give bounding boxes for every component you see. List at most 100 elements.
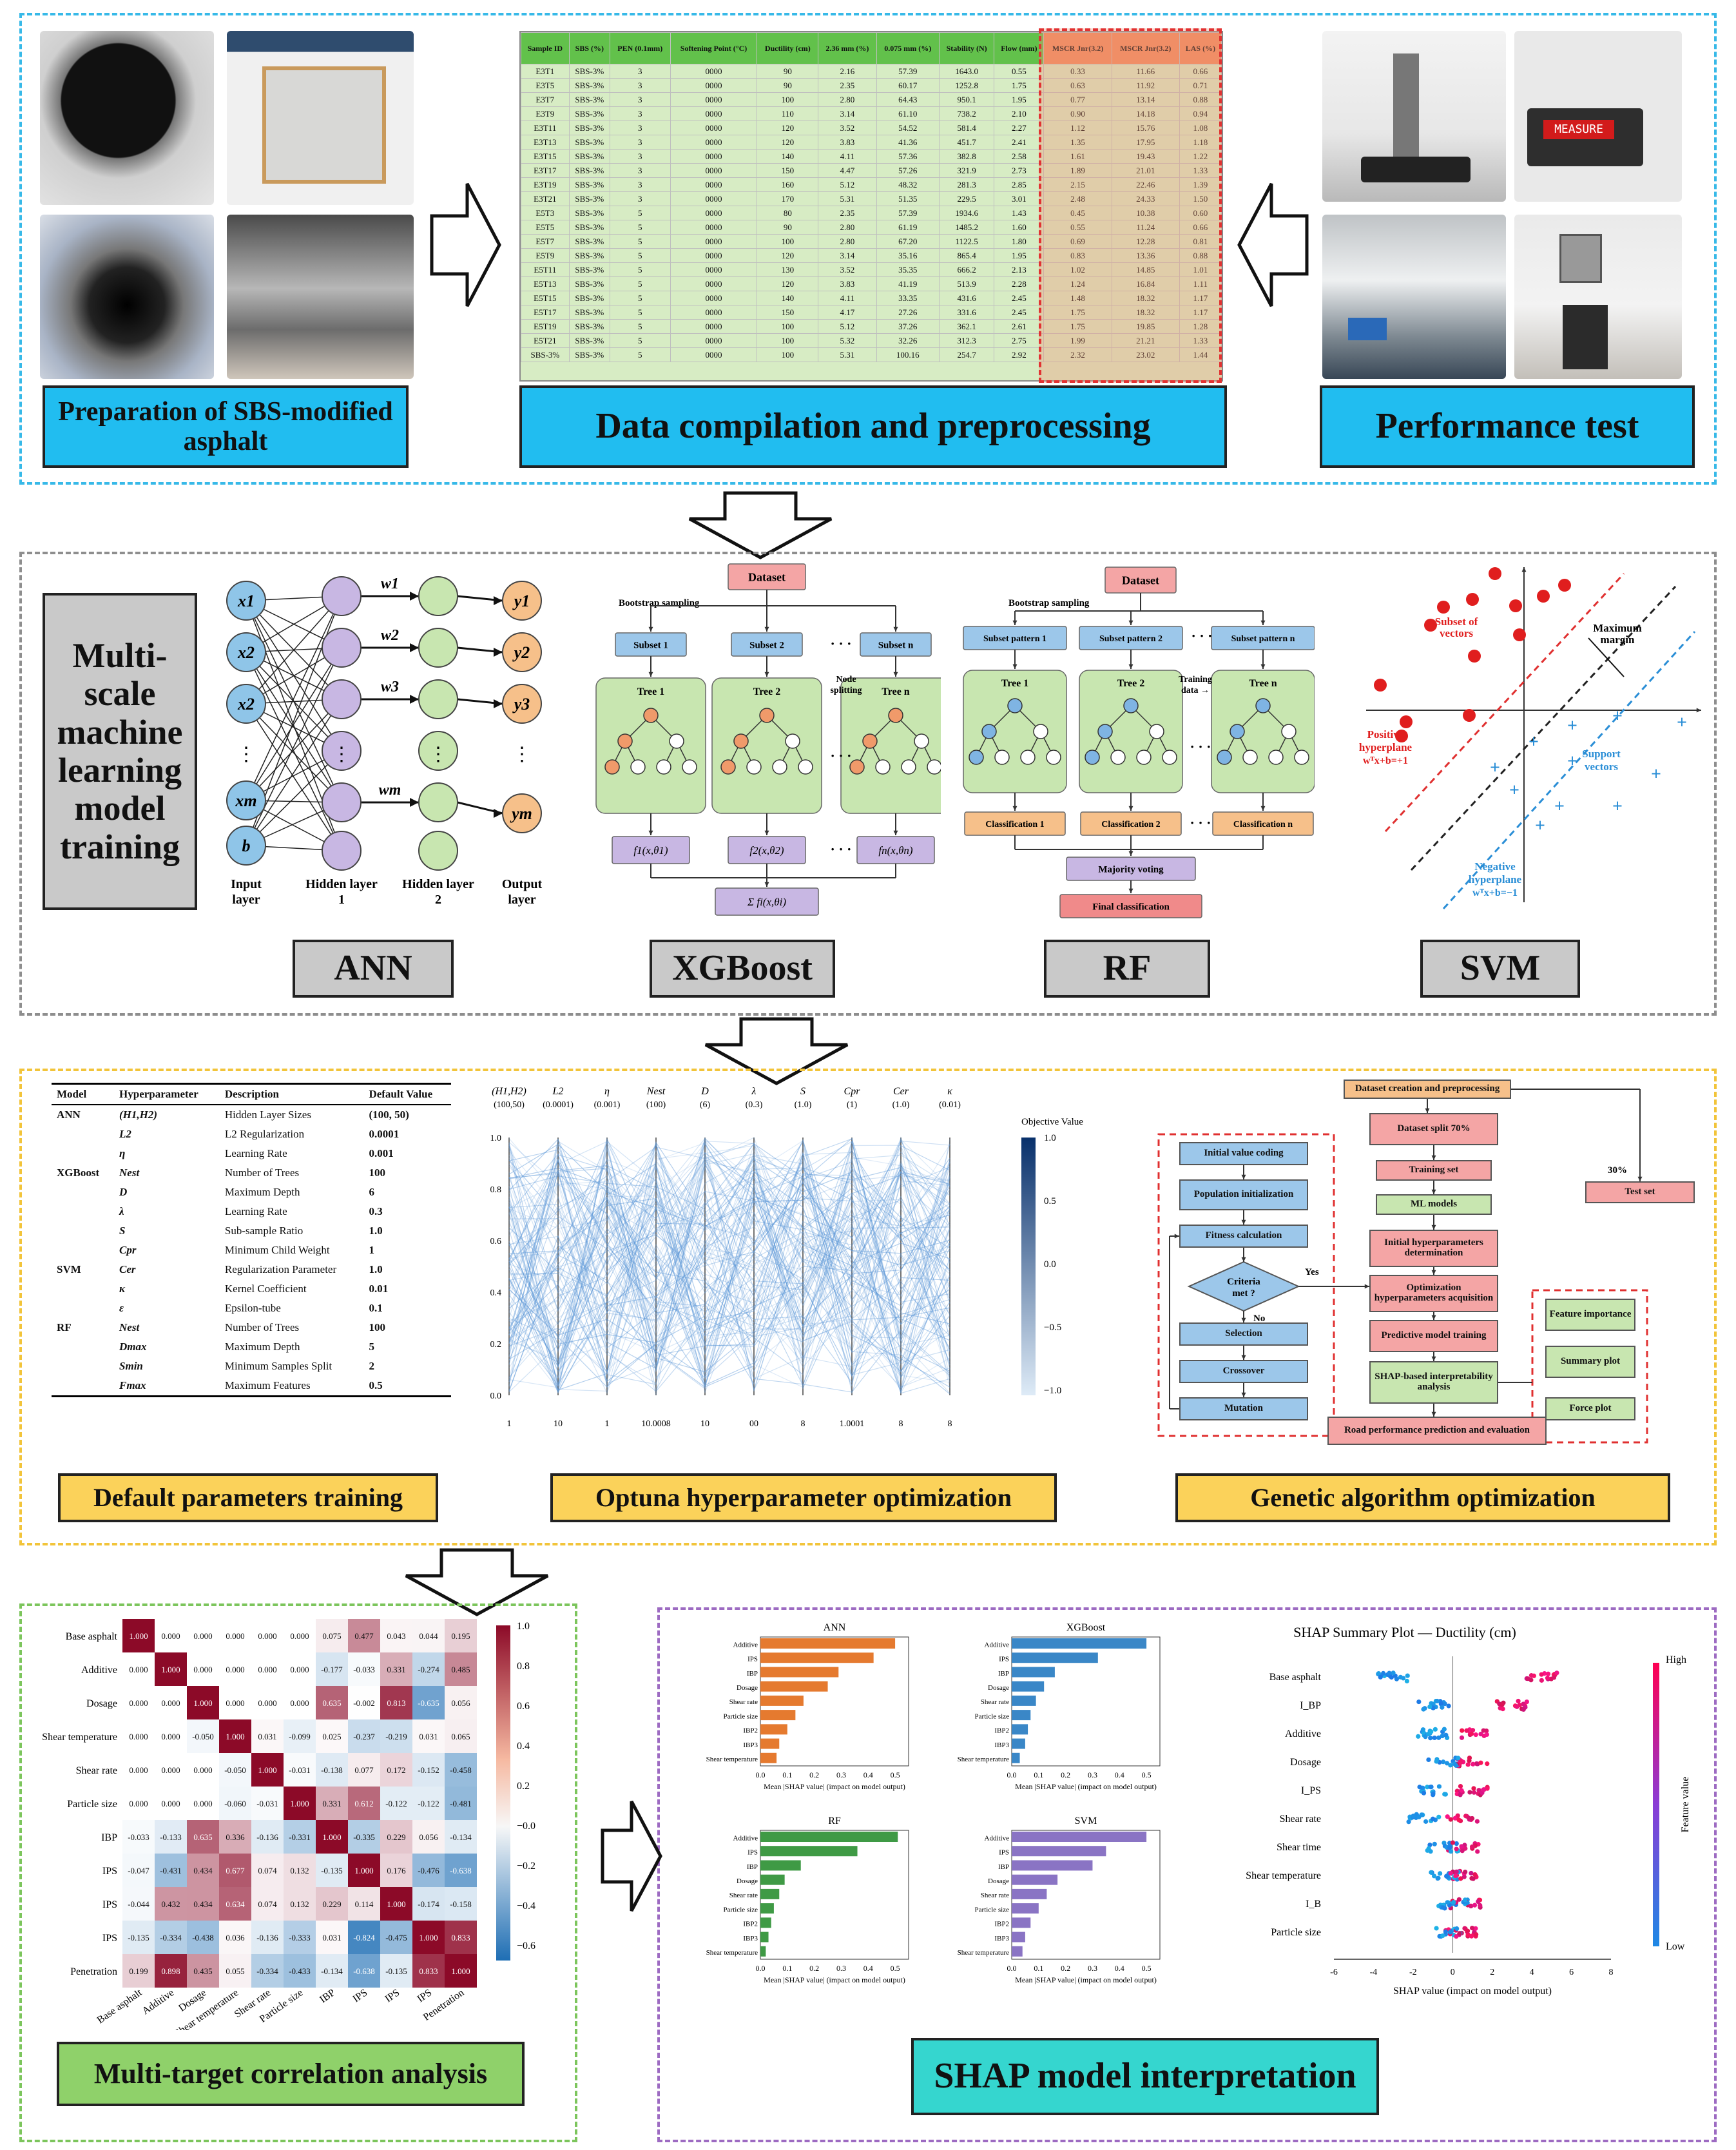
optuna-trial-line bbox=[508, 1159, 950, 1382]
corr-cell bbox=[251, 1820, 284, 1854]
optuna-trial-line bbox=[508, 1170, 950, 1347]
arrow-head bbox=[494, 596, 503, 605]
arrow-head bbox=[410, 643, 419, 652]
table-cell: E5T3 bbox=[521, 206, 570, 220]
table-cell: Cpr bbox=[119, 1244, 137, 1256]
table-cell: 2.16 bbox=[818, 64, 877, 79]
svm-maxmargin: margin bbox=[1601, 634, 1635, 646]
tree-node bbox=[1136, 750, 1152, 765]
corr-cell-value: 0.065 bbox=[451, 1732, 470, 1741]
optuna-trial-line bbox=[508, 1140, 950, 1321]
shapbar-label: Shear rate bbox=[981, 1892, 1009, 1899]
summary-dot bbox=[1467, 1790, 1472, 1795]
table-cell: 170 bbox=[757, 191, 819, 206]
arrow-head bbox=[1241, 1392, 1246, 1397]
corr-cell-value: 1.000 bbox=[387, 1899, 405, 1909]
optuna-trial-line bbox=[508, 1175, 950, 1259]
corr-cell-value: 0.000 bbox=[193, 1765, 212, 1775]
arrow-head bbox=[1431, 1411, 1436, 1417]
summary-dot bbox=[1529, 1673, 1534, 1678]
summary-dot bbox=[1416, 1814, 1422, 1819]
ann-hidden1-node bbox=[322, 628, 362, 668]
viscometer-cup bbox=[1563, 305, 1608, 369]
summary-dot bbox=[1452, 1816, 1458, 1821]
optuna-trial-line bbox=[508, 1141, 950, 1353]
summary-dot bbox=[1453, 1873, 1458, 1879]
shapbar-bar bbox=[1012, 1903, 1039, 1914]
table-cell: 1485.2 bbox=[938, 220, 995, 235]
summary-dot bbox=[1429, 1870, 1434, 1875]
corr-cell bbox=[122, 1887, 155, 1921]
table-cell: 3.83 bbox=[818, 135, 877, 150]
ellipsis: · · · bbox=[830, 748, 851, 764]
tree-node bbox=[1149, 724, 1164, 739]
ann-input-node bbox=[226, 826, 266, 866]
corr-row-label: IPS bbox=[102, 1899, 117, 1910]
xgb-tree-box bbox=[711, 677, 822, 814]
table-cell: 2.80 bbox=[818, 234, 877, 249]
corr-cell-value: 0.434 bbox=[193, 1899, 213, 1909]
optuna-trial-line bbox=[508, 1167, 950, 1388]
table-cell: 51.35 bbox=[876, 191, 940, 206]
shapbar-label: Shear temperature bbox=[706, 1756, 758, 1763]
optuna-trial-line bbox=[508, 1147, 950, 1393]
corr-cell-value: 0.043 bbox=[387, 1631, 405, 1641]
corr-cell bbox=[445, 1652, 477, 1686]
corr-cell bbox=[122, 1686, 155, 1719]
table-cell: 67.20 bbox=[876, 234, 940, 249]
table-cell: SBS-3% bbox=[568, 106, 610, 121]
summary-dot bbox=[1465, 1932, 1471, 1938]
table-cell: 3.14 bbox=[818, 106, 877, 121]
svm-support-label: vectors bbox=[1585, 760, 1618, 773]
table-cell: Dmax bbox=[119, 1341, 147, 1353]
xgb-subset-label: Subset 1 bbox=[633, 640, 668, 650]
corr-cell-value: 0.000 bbox=[193, 1799, 212, 1808]
optuna-trial-line bbox=[508, 1145, 950, 1372]
summary-dot bbox=[1456, 1897, 1461, 1902]
table-cell: 6 bbox=[369, 1186, 374, 1198]
shapbar-xtick: 0.3 bbox=[1088, 1964, 1097, 1973]
table-cell bbox=[52, 1125, 114, 1144]
shapbar-bar bbox=[760, 1652, 874, 1663]
corr-cell-value: 0.172 bbox=[387, 1765, 405, 1775]
corr-cell-value: 0.036 bbox=[226, 1933, 245, 1942]
corr-cell-value: 0.075 bbox=[322, 1631, 341, 1641]
ga-train: Training set bbox=[1376, 1160, 1492, 1181]
corr-cell bbox=[380, 1854, 412, 1887]
summary-dot bbox=[1454, 1841, 1459, 1846]
shapbar-label: IBP bbox=[747, 1670, 758, 1678]
ann-input-label: x2 bbox=[237, 643, 255, 662]
data-label: Data compilation and preprocessing bbox=[519, 385, 1227, 468]
shapbar-bar bbox=[760, 1874, 785, 1885]
arrow-head bbox=[1425, 1108, 1430, 1113]
table-cell: 37.26 bbox=[876, 319, 940, 334]
arrow-head bbox=[1431, 1315, 1436, 1320]
svm-blue-point: + bbox=[1567, 716, 1577, 736]
shapbar-label: Dosage bbox=[737, 1684, 758, 1692]
shapbar-bar bbox=[760, 1860, 801, 1871]
summary-group: SHAP Summary Plot — Ductility (cm)Base a… bbox=[1246, 1624, 1691, 1997]
summary-dot bbox=[1448, 1871, 1453, 1876]
hp-header-cell: Model bbox=[52, 1083, 115, 1105]
table-cell: 1934.6 bbox=[938, 206, 995, 220]
arrow-head bbox=[1128, 806, 1133, 811]
table-cell: 1252.8 bbox=[938, 78, 995, 93]
table-cell: 130 bbox=[757, 262, 819, 277]
ga-init-code: Initial value coding bbox=[1179, 1142, 1308, 1165]
summary-dot bbox=[1436, 1784, 1442, 1789]
corr-cell bbox=[251, 1787, 284, 1820]
table-cell: Kernel Coefficient bbox=[224, 1283, 307, 1295]
xgb-tree-label: Tree 2 bbox=[753, 686, 781, 697]
table-cell: 150 bbox=[757, 305, 819, 320]
optuna-trial-line bbox=[508, 1147, 950, 1392]
summary-dot bbox=[1469, 1925, 1475, 1931]
corr-cell bbox=[380, 1719, 412, 1753]
optuna-trial-line bbox=[508, 1159, 950, 1375]
shapbar-label: Shear rate bbox=[981, 1698, 1009, 1706]
perf-label: Performance test bbox=[1320, 385, 1695, 468]
tree-node bbox=[1085, 750, 1100, 765]
